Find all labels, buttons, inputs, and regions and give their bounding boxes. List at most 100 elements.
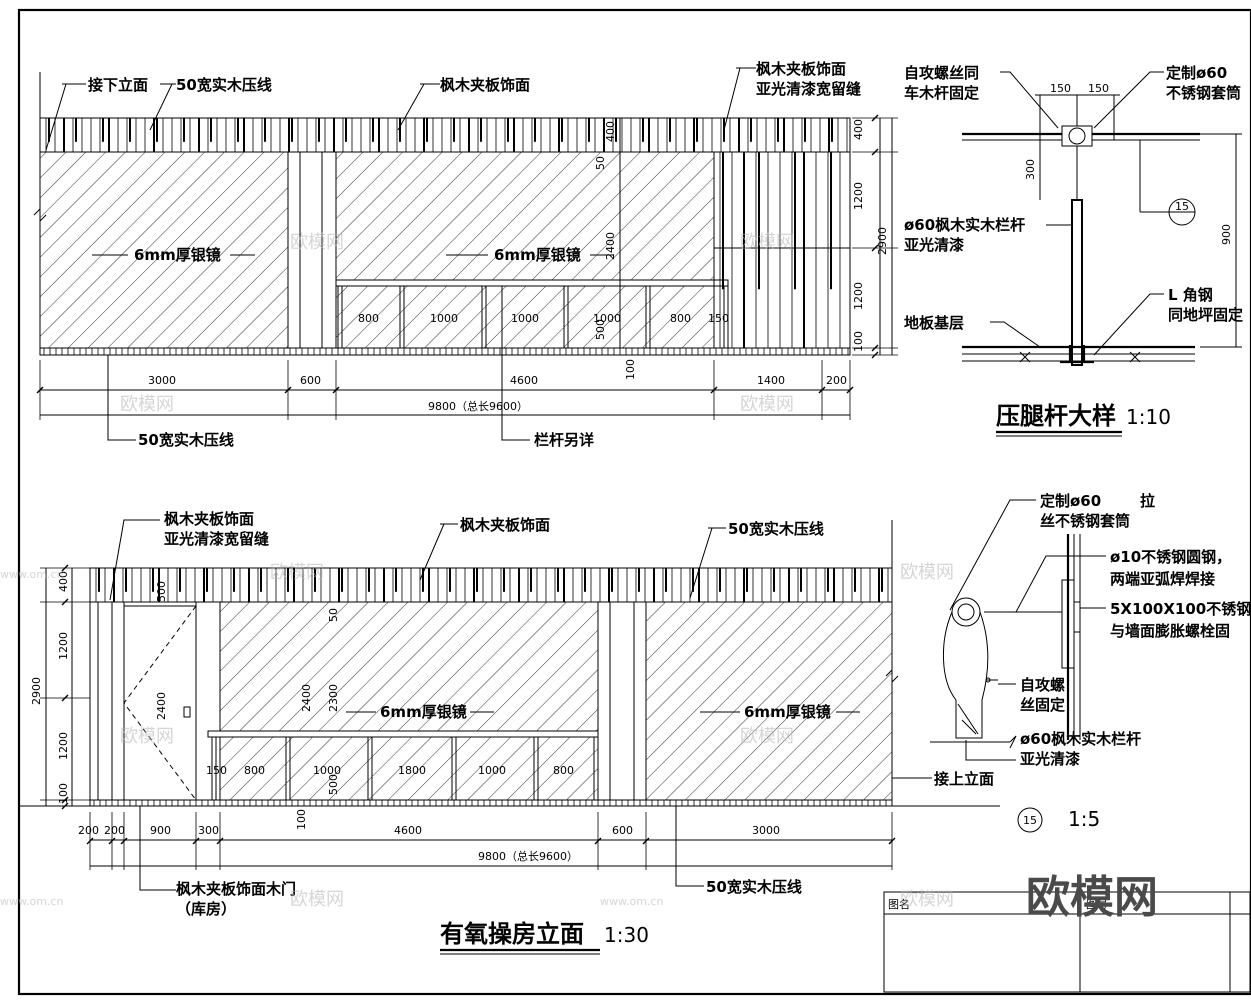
label-mirror-middle: 6mm厚银镜 bbox=[494, 246, 581, 264]
dim-inner-50: 50 bbox=[594, 156, 607, 170]
bdim-300: 300 bbox=[198, 824, 219, 837]
d15-custom-60b: 丝不锈钢套筒 bbox=[1040, 512, 1130, 530]
dim-inner-100: 100 bbox=[624, 359, 637, 380]
elevation-bottom: 400 1200 1200 100 2900 500 2400 50 2400 … bbox=[19, 510, 1000, 955]
rail-post bbox=[1071, 199, 1083, 366]
d15-rod-b: 两端亚弧焊焊接 bbox=[1110, 570, 1215, 588]
label-custom-60b: 不锈钢套筒 bbox=[1166, 84, 1241, 102]
watermarks: 欧模网 欧模网 欧模网 欧模网 欧模网 欧模网 欧模网 欧模网 欧模网 欧模网 … bbox=[0, 232, 1158, 923]
detail-scale: 1:10 bbox=[1126, 405, 1171, 429]
d15-scale: 1:5 bbox=[1068, 807, 1100, 831]
detail-callout-15: 15 bbox=[1175, 200, 1189, 213]
label-screw-fix-2: 车木杆固定 bbox=[904, 84, 979, 102]
bdim-inner-100: 100 bbox=[295, 809, 308, 830]
bdim-inner-2300: 2300 bbox=[327, 684, 340, 712]
mirror-middle bbox=[335, 151, 715, 349]
blabel-maple-b: 亚光清漆宽留缝 bbox=[164, 530, 269, 548]
blabel-door-a: 枫木夹板饰面木门 bbox=[176, 880, 296, 898]
drawing-frame bbox=[17, 8, 1251, 996]
blabel-mirror-right: 6mm厚银镜 bbox=[744, 703, 831, 721]
label-custom-60: 定制ø60 bbox=[1166, 64, 1227, 82]
bdim-4600: 4600 bbox=[394, 824, 422, 837]
watermark-6: 欧模网 bbox=[900, 562, 954, 583]
dim-right-100: 100 bbox=[852, 331, 865, 352]
rail-sleeve bbox=[1061, 125, 1093, 147]
detail-dim-150b: 150 bbox=[1088, 82, 1109, 95]
watermark-7: 欧模网 bbox=[120, 726, 174, 747]
tb-small-1: 图名 bbox=[888, 897, 910, 911]
blabel-trim-bottom: 50宽实木压线 bbox=[706, 878, 802, 896]
blabel-maple-a: 枫木夹板饰面 bbox=[164, 510, 254, 528]
elevation-top: 400 1200 1200 100 2900 400 50 2400 500 1… bbox=[33, 60, 898, 449]
detail-title: 压腿杆大样 bbox=[996, 402, 1116, 430]
watermark-3: 欧模网 bbox=[120, 394, 174, 415]
d15-rail-b: 亚光清漆 bbox=[1020, 750, 1080, 768]
label-maple-face: 枫木夹板饰面 bbox=[440, 76, 530, 94]
bdim-left-400: 400 bbox=[57, 571, 70, 592]
detail-15: 定制ø60 拉 丝不锈钢套筒 ø10不锈钢圆钢， 两端亚弧焊焊接 5X100X1… bbox=[930, 492, 1251, 833]
skirting-ticks bbox=[43, 348, 849, 355]
railing-bar bbox=[335, 279, 729, 287]
bdim-200b: 200 bbox=[104, 824, 125, 837]
railing-posts bbox=[337, 286, 729, 348]
wood-panel-left bbox=[89, 601, 125, 801]
wood-slats bbox=[45, 118, 848, 152]
dim-inner-400: 400 bbox=[604, 121, 617, 142]
bdim-inner-500: 500 bbox=[155, 581, 168, 602]
vertical-dimension-ticks bbox=[852, 114, 898, 359]
skirting-ticks-2 bbox=[93, 800, 887, 806]
dim-600: 600 bbox=[300, 374, 321, 387]
bdim-total: 9800（总长9600） bbox=[478, 849, 578, 863]
tb-small-2: 图号 bbox=[1086, 898, 1108, 911]
label-screw-fix: 自攻螺丝同 bbox=[904, 64, 979, 82]
blabel-trim-top: 50宽实木压线 bbox=[728, 520, 824, 538]
blabel-connect-upper: 接上立面 bbox=[934, 770, 994, 788]
dim-right-1200b: 1200 bbox=[852, 282, 865, 310]
rail-dim-5: 800 bbox=[670, 312, 691, 325]
dim-3000: 3000 bbox=[148, 374, 176, 387]
label-railing-note: 栏杆另详 bbox=[534, 431, 594, 449]
label-rail-60b: 亚光清漆 bbox=[904, 236, 964, 254]
bdim-left-2900: 2900 bbox=[30, 677, 43, 705]
bdim-left-1200b: 1200 bbox=[57, 732, 70, 760]
bdim-3000: 3000 bbox=[752, 824, 780, 837]
rail-dim-1: 800 bbox=[358, 312, 379, 325]
railing-bar-2 bbox=[207, 730, 599, 738]
bdim-inner-500b: 500 bbox=[327, 774, 340, 795]
rail-dim-4: 1000 bbox=[593, 312, 621, 325]
panel-slats bbox=[719, 152, 841, 348]
watermark-8: 欧模网 bbox=[740, 726, 794, 747]
brail-dim-3: 1000 bbox=[313, 764, 341, 777]
detail-rail: 150 150 300 900 15 自攻螺丝同 车木杆固定 定制ø60 不锈钢… bbox=[904, 64, 1243, 437]
d15-rod: ø10不锈钢圆钢， bbox=[1110, 548, 1231, 566]
bdim-200a: 200 bbox=[78, 824, 99, 837]
wood-panel-band-2 bbox=[89, 567, 893, 603]
brail-dim-6: 800 bbox=[553, 764, 574, 777]
wood-panel-band bbox=[39, 117, 851, 153]
label-floor-base: 地板基层 bbox=[904, 314, 964, 332]
label-trim-bottom: 50宽实木压线 bbox=[138, 431, 234, 449]
d15-pull: 拉 bbox=[1140, 492, 1155, 510]
label-angle-b: 同地坪固定 bbox=[1168, 306, 1243, 324]
watermark-logo: 欧模网 bbox=[1026, 872, 1158, 923]
bdim-600: 600 bbox=[612, 824, 633, 837]
watermark-5: 欧模网 bbox=[270, 562, 324, 583]
detail-dim-300: 300 bbox=[1024, 159, 1037, 180]
elevation-scale: 1:30 bbox=[604, 923, 649, 947]
mirror-right-2 bbox=[645, 601, 893, 801]
watermark-4: 欧模网 bbox=[740, 394, 794, 415]
detail-dim-900: 900 bbox=[1220, 224, 1233, 245]
watermark-url-3: www.om.cn bbox=[600, 895, 663, 908]
label-rail-60: ø60枫木实木栏杆 bbox=[904, 216, 1025, 234]
label-maple-face-2a: 枫木夹板饰面 bbox=[756, 60, 846, 78]
title-block: 图名 图号 bbox=[883, 891, 1251, 993]
dim-inner-500: 500 bbox=[594, 319, 607, 340]
detail-dim-150a: 150 bbox=[1050, 82, 1071, 95]
bdim-inner-2400: 2400 bbox=[300, 684, 313, 712]
wall-plate bbox=[1061, 579, 1075, 669]
mirror-left bbox=[39, 151, 289, 349]
blabel-door-b: （库房） bbox=[176, 900, 236, 918]
brail-dim-1: 150 bbox=[206, 764, 227, 777]
skirting bbox=[39, 347, 851, 356]
